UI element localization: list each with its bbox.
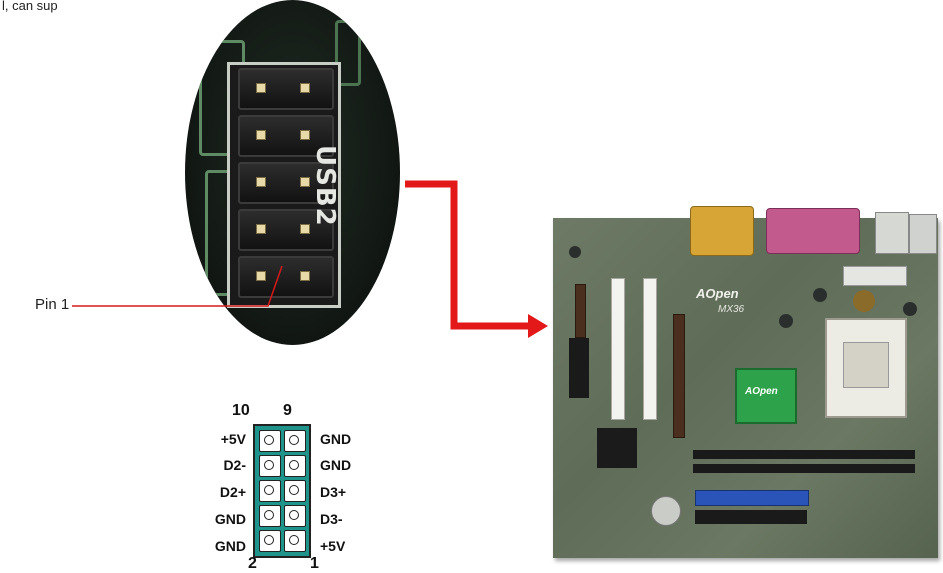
- parallel-port-connector: [766, 208, 860, 254]
- inductor-coil: [853, 290, 875, 312]
- caption-fragment: l, can sup: [2, 0, 58, 13]
- dimm-slot: [693, 450, 915, 459]
- socket-pin-area: [843, 342, 889, 388]
- ide-secondary-connector: [695, 510, 807, 524]
- pin-cell: [259, 480, 281, 502]
- pin-number-9: 9: [283, 402, 292, 419]
- header-pin: [300, 130, 310, 140]
- amr-slot: [575, 284, 586, 338]
- pin-cell: [284, 430, 306, 452]
- pin-cell: [284, 505, 306, 527]
- header-pin: [256, 177, 266, 187]
- agp-slot: [673, 314, 685, 438]
- signal-right-4: D3-: [320, 511, 343, 527]
- serial-port-connector: [690, 206, 754, 256]
- capacitor: [903, 302, 917, 316]
- pin-row: [238, 162, 334, 204]
- pin-number-2: 2: [248, 555, 257, 572]
- pin-cell: [284, 480, 306, 502]
- capacitor: [813, 288, 827, 302]
- ide-primary-connector: [695, 490, 809, 506]
- header-pin: [256, 224, 266, 234]
- header-pin: [300, 177, 310, 187]
- signal-left-5: GND: [214, 538, 246, 554]
- pin-cell: [259, 530, 281, 552]
- signal-left-1: +5V: [220, 431, 246, 447]
- pin-cell: [259, 455, 281, 477]
- signal-right-2: GND: [320, 457, 352, 473]
- southbridge-chip: [597, 428, 637, 468]
- pin-number-1: 1: [310, 555, 319, 572]
- signal-right-5: +5V: [320, 538, 346, 554]
- capacitor: [779, 314, 793, 328]
- pin-cell: [259, 430, 281, 452]
- aopen-logo: AOpen: [696, 286, 739, 301]
- header-pin-1: [300, 271, 310, 281]
- signal-left-4: GND: [214, 511, 246, 527]
- atx-power-connector: [843, 266, 907, 286]
- usb-pinout-diagram: [253, 424, 311, 558]
- chipset-aopen-logo: AOpen: [745, 386, 778, 397]
- northbridge-heatsink: AOpen: [735, 368, 797, 424]
- pin1-label: Pin 1: [35, 296, 70, 313]
- usb-port-connector: [875, 212, 909, 254]
- dimm-slot: [693, 464, 915, 473]
- motherboard-photo: AOpen MX36 AOpen: [553, 206, 938, 558]
- pci-slot: [611, 278, 625, 420]
- pcb-trace: [335, 20, 361, 86]
- pin-row: [238, 209, 334, 251]
- header-pin: [256, 271, 266, 281]
- signal-right-1: GND: [320, 431, 352, 447]
- usb-header-zoom-photo: USB2: [185, 0, 400, 345]
- pin-cell: [284, 530, 306, 552]
- pci-slot: [643, 278, 657, 420]
- usb-pin-header: [227, 62, 341, 308]
- capacitor: [569, 246, 581, 258]
- signal-right-3: D3+: [320, 484, 347, 500]
- pin-number-10: 10: [232, 402, 250, 419]
- model-label: MX36: [718, 304, 745, 315]
- header-pin: [256, 130, 266, 140]
- header-pin: [300, 83, 310, 93]
- signal-left-2: D2-: [223, 457, 246, 473]
- header-pin: [300, 224, 310, 234]
- pin-row: [238, 256, 334, 298]
- bios-chip: [569, 338, 589, 398]
- pin-row: [238, 115, 334, 157]
- audio-port-connector: [909, 214, 937, 254]
- cmos-battery: [651, 496, 681, 526]
- pin-cell: [259, 505, 281, 527]
- header-pin: [256, 83, 266, 93]
- signal-left-3: D2+: [219, 484, 246, 500]
- pin-cell: [284, 455, 306, 477]
- cpu-socket: [825, 318, 907, 418]
- pin-row: [238, 68, 334, 110]
